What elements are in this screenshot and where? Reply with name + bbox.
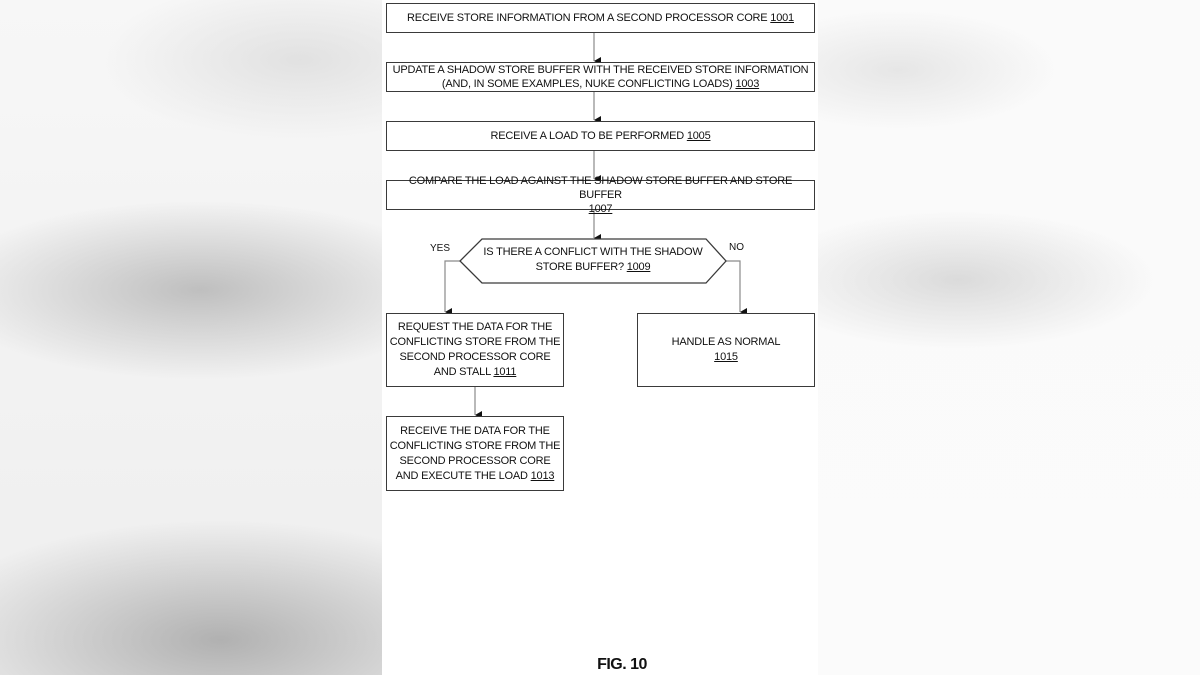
decision-1009-text: IS THERE A CONFLICT WITH THE SHADOW STOR… [483, 246, 703, 273]
step-1007-box: COMPARE THE LOAD AGAINST THE SHADOW STOR… [386, 175, 815, 215]
ref-1005: 1005 [686, 129, 711, 142]
step-1013-text: RECEIVE THE DATA FOR THE CONFLICTING STO… [389, 424, 561, 482]
ref-1013: 1013 [530, 469, 555, 482]
ref-1003: 1003 [735, 78, 760, 90]
step-1015-box: HANDLE AS NORMAL 1015 [637, 313, 815, 387]
step-1005-box: RECEIVE A LOAD TO BE PERFORMED 1005 [386, 121, 815, 151]
decision-hexagon [459, 238, 727, 284]
step-1005-text: RECEIVE A LOAD TO BE PERFORMED 1005 [490, 129, 711, 142]
step-1003-text: UPDATE A SHADOW STORE BUFFER WITH THE RE… [392, 64, 809, 90]
background-left [0, 0, 382, 675]
background-right [818, 0, 1200, 675]
no-label: NO [729, 242, 744, 253]
ref-1001: 1001 [770, 11, 794, 24]
step-1011-text: REQUEST THE DATA FOR THE CONFLICTING STO… [389, 321, 561, 378]
yes-label: YES [430, 243, 451, 254]
ref-1007: 1007 [588, 203, 613, 215]
step-1001-box: RECEIVE STORE INFORMATION FROM A SECOND … [386, 3, 815, 33]
step-1007-text: COMPARE THE LOAD AGAINST THE SHADOW STOR… [408, 175, 793, 215]
figure-label: FIG. 10 [597, 656, 647, 673]
ref-1009: 1009 [626, 261, 651, 273]
step-1003-box: UPDATE A SHADOW STORE BUFFER WITH THE RE… [386, 62, 815, 92]
ref-1015: 1015 [714, 351, 738, 363]
step-1001-text: RECEIVE STORE INFORMATION FROM A SECOND … [407, 11, 794, 24]
arrow-no-to-1015 [726, 260, 747, 316]
step-1011-box: REQUEST THE DATA FOR THE CONFLICTING STO… [386, 313, 564, 387]
ref-1011: 1011 [493, 366, 517, 378]
step-1015-text: HANDLE AS NORMAL 1015 [671, 336, 781, 363]
arrow-yes-to-1011 [444, 260, 460, 316]
step-1013-box: RECEIVE THE DATA FOR THE CONFLICTING STO… [386, 416, 564, 491]
